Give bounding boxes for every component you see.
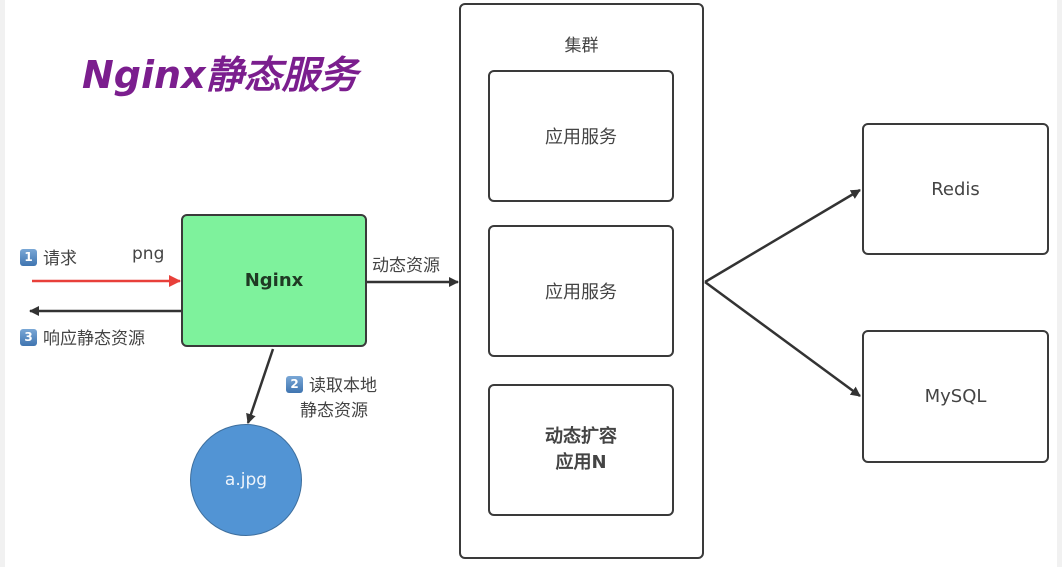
- app-service-node-2[interactable]: 应用服务: [488, 225, 674, 357]
- step-1-icon: 1: [20, 248, 37, 266]
- diagram-title: Nginx静态服务: [82, 53, 358, 97]
- step-2-icon: 2: [286, 375, 303, 393]
- redis-arrow: [704, 188, 861, 284]
- step-3-icon: 3: [20, 328, 37, 346]
- mysql-arrow: [704, 280, 861, 398]
- request-type-label: png: [132, 244, 165, 264]
- dynamic-label: 动态资源: [372, 256, 440, 276]
- app-service-node-1[interactable]: 应用服务: [488, 70, 674, 202]
- read-local-arrow: [246, 348, 275, 424]
- app-service-node-n[interactable]: 动态扩容 应用N: [488, 384, 674, 516]
- mysql-node[interactable]: MySQL: [862, 330, 1049, 463]
- redis-node[interactable]: Redis: [862, 123, 1049, 255]
- frame-right-border: [1057, 0, 1062, 567]
- cluster-label: 集群: [564, 36, 599, 56]
- static-file-node[interactable]: a.jpg: [190, 424, 302, 536]
- frame-left-border: [0, 0, 5, 567]
- nginx-node[interactable]: Nginx: [181, 214, 367, 347]
